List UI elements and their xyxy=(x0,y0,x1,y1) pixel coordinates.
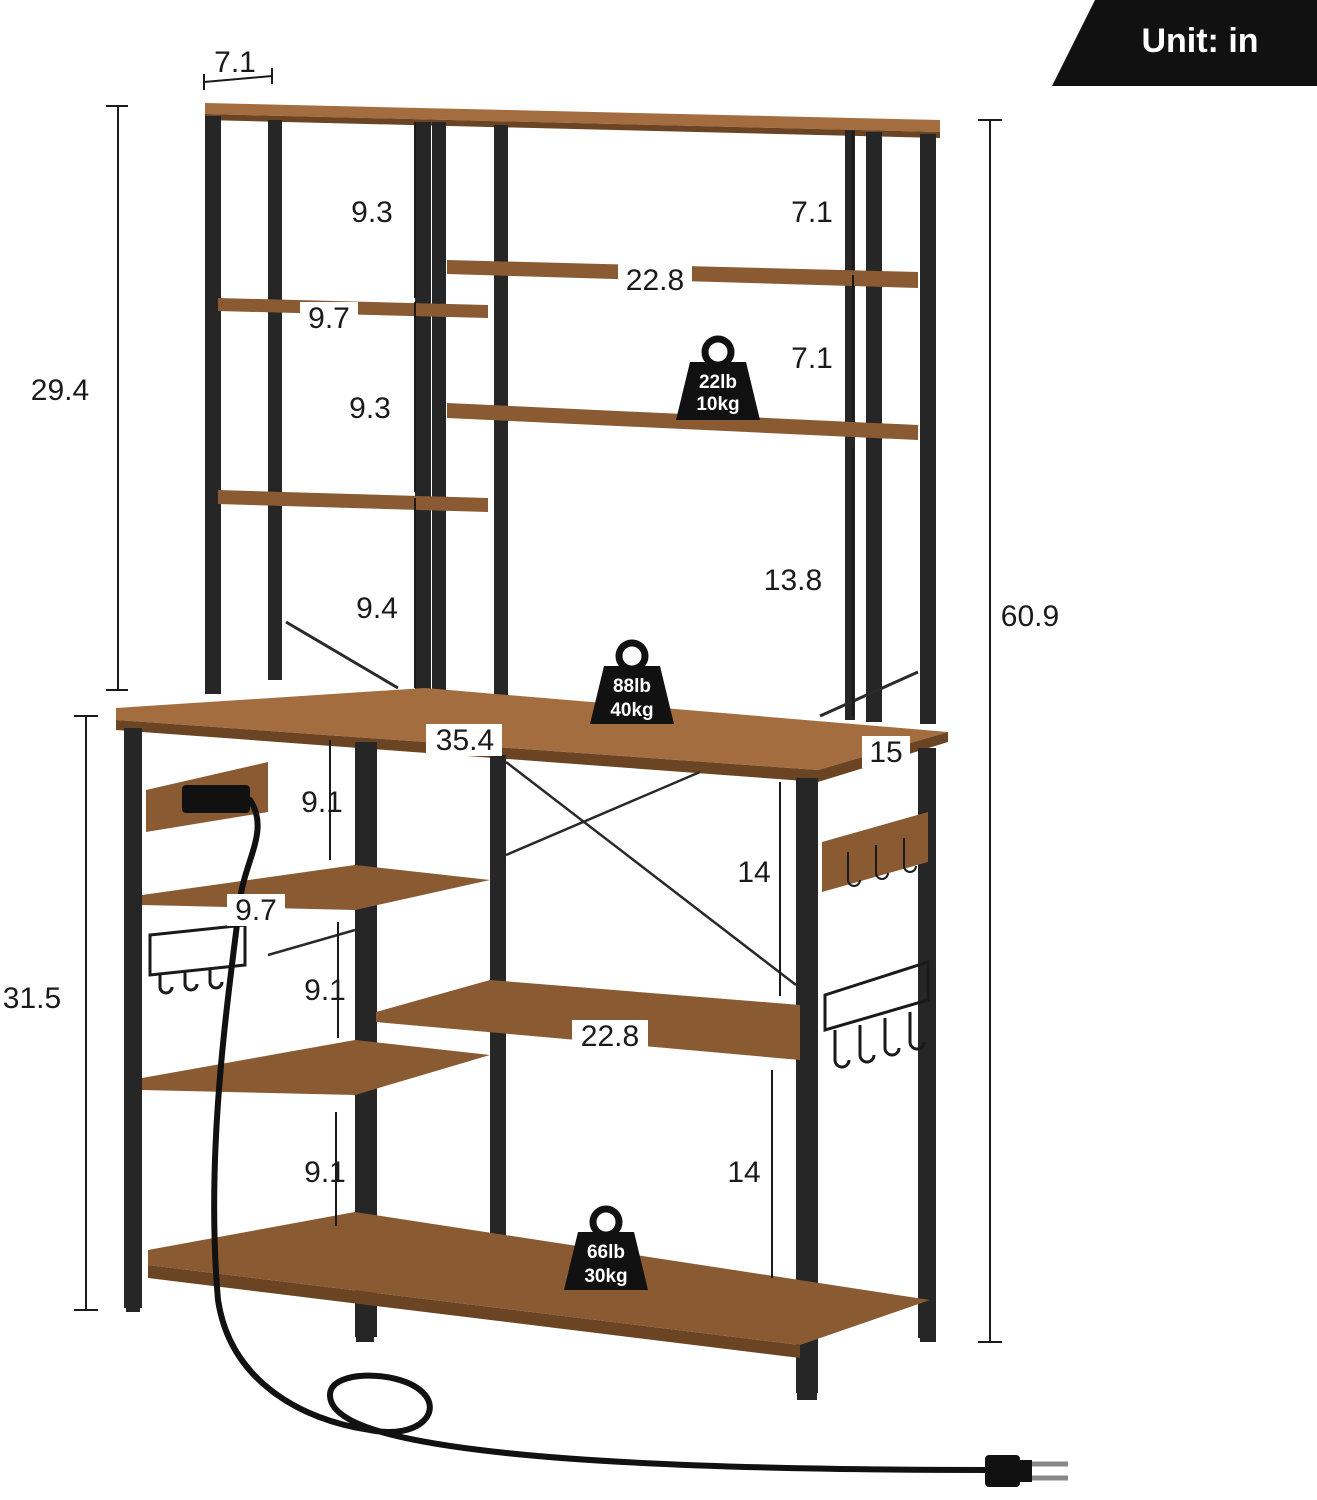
weight-icon xyxy=(676,335,760,420)
dim-desk-width: 35.4 xyxy=(436,724,494,757)
weight-kg: 30kg xyxy=(584,1266,627,1287)
power-cord xyxy=(211,797,993,1473)
dim-left-gap-1: 9.3 xyxy=(351,196,393,229)
dim-lower-left-gap-3: 9.1 xyxy=(304,1156,346,1189)
dim-left-gap-2: 9.3 xyxy=(349,392,391,425)
weight-icon xyxy=(590,639,674,724)
dim-top-depth: 7.1 xyxy=(214,46,256,79)
weight-icon xyxy=(564,1205,648,1290)
dimension-lines xyxy=(74,68,1002,1343)
dim-right-gap-3: 13.8 xyxy=(764,564,822,597)
dim-left-gap-3: 9.4 xyxy=(356,592,398,625)
dim-lower-left-shelf-width: 9.7 xyxy=(235,894,277,927)
weight-lb: 22lb xyxy=(699,372,737,393)
dim-right-gap-2: 7.1 xyxy=(791,342,833,375)
dim-right-gap-1: 7.1 xyxy=(791,196,833,229)
dim-lower-right-gap-1: 14 xyxy=(737,856,770,889)
dim-left-shelf-width: 9.7 xyxy=(308,302,350,335)
dim-lower-height: 31.5 xyxy=(3,982,61,1015)
dimension-labels: 7.1 29.4 31.5 60.9 9.3 9.3 9.4 9.7 7.1 7… xyxy=(3,46,1059,1189)
weight-kg: 40kg xyxy=(610,700,653,721)
dim-desk-depth: 15 xyxy=(869,736,902,769)
plug-icon xyxy=(985,1455,1068,1487)
dim-lower-right-shelf-width: 22.8 xyxy=(581,1020,639,1053)
weight-lb: 88lb xyxy=(613,676,651,697)
weight-kg: 10kg xyxy=(696,394,739,415)
dim-lower-left-gap-2: 9.1 xyxy=(304,974,346,1007)
dim-upper-height: 29.4 xyxy=(31,374,89,407)
dim-total-height: 60.9 xyxy=(1001,600,1059,633)
dim-lower-right-gap-2: 14 xyxy=(727,1156,760,1189)
unit-badge: Unit: in xyxy=(1052,0,1317,86)
weight-badge-bottom: 66lb 30kg xyxy=(564,1205,648,1290)
weight-badge-desk: 88lb 40kg xyxy=(590,639,674,724)
dim-right-shelf-width: 22.8 xyxy=(626,264,684,297)
weight-badge-upper: 22lb 10kg xyxy=(676,335,760,420)
weight-lb: 66lb xyxy=(587,1242,625,1263)
unit-label: Unit: in xyxy=(1141,22,1258,60)
dim-lower-left-gap-1: 9.1 xyxy=(301,786,343,819)
